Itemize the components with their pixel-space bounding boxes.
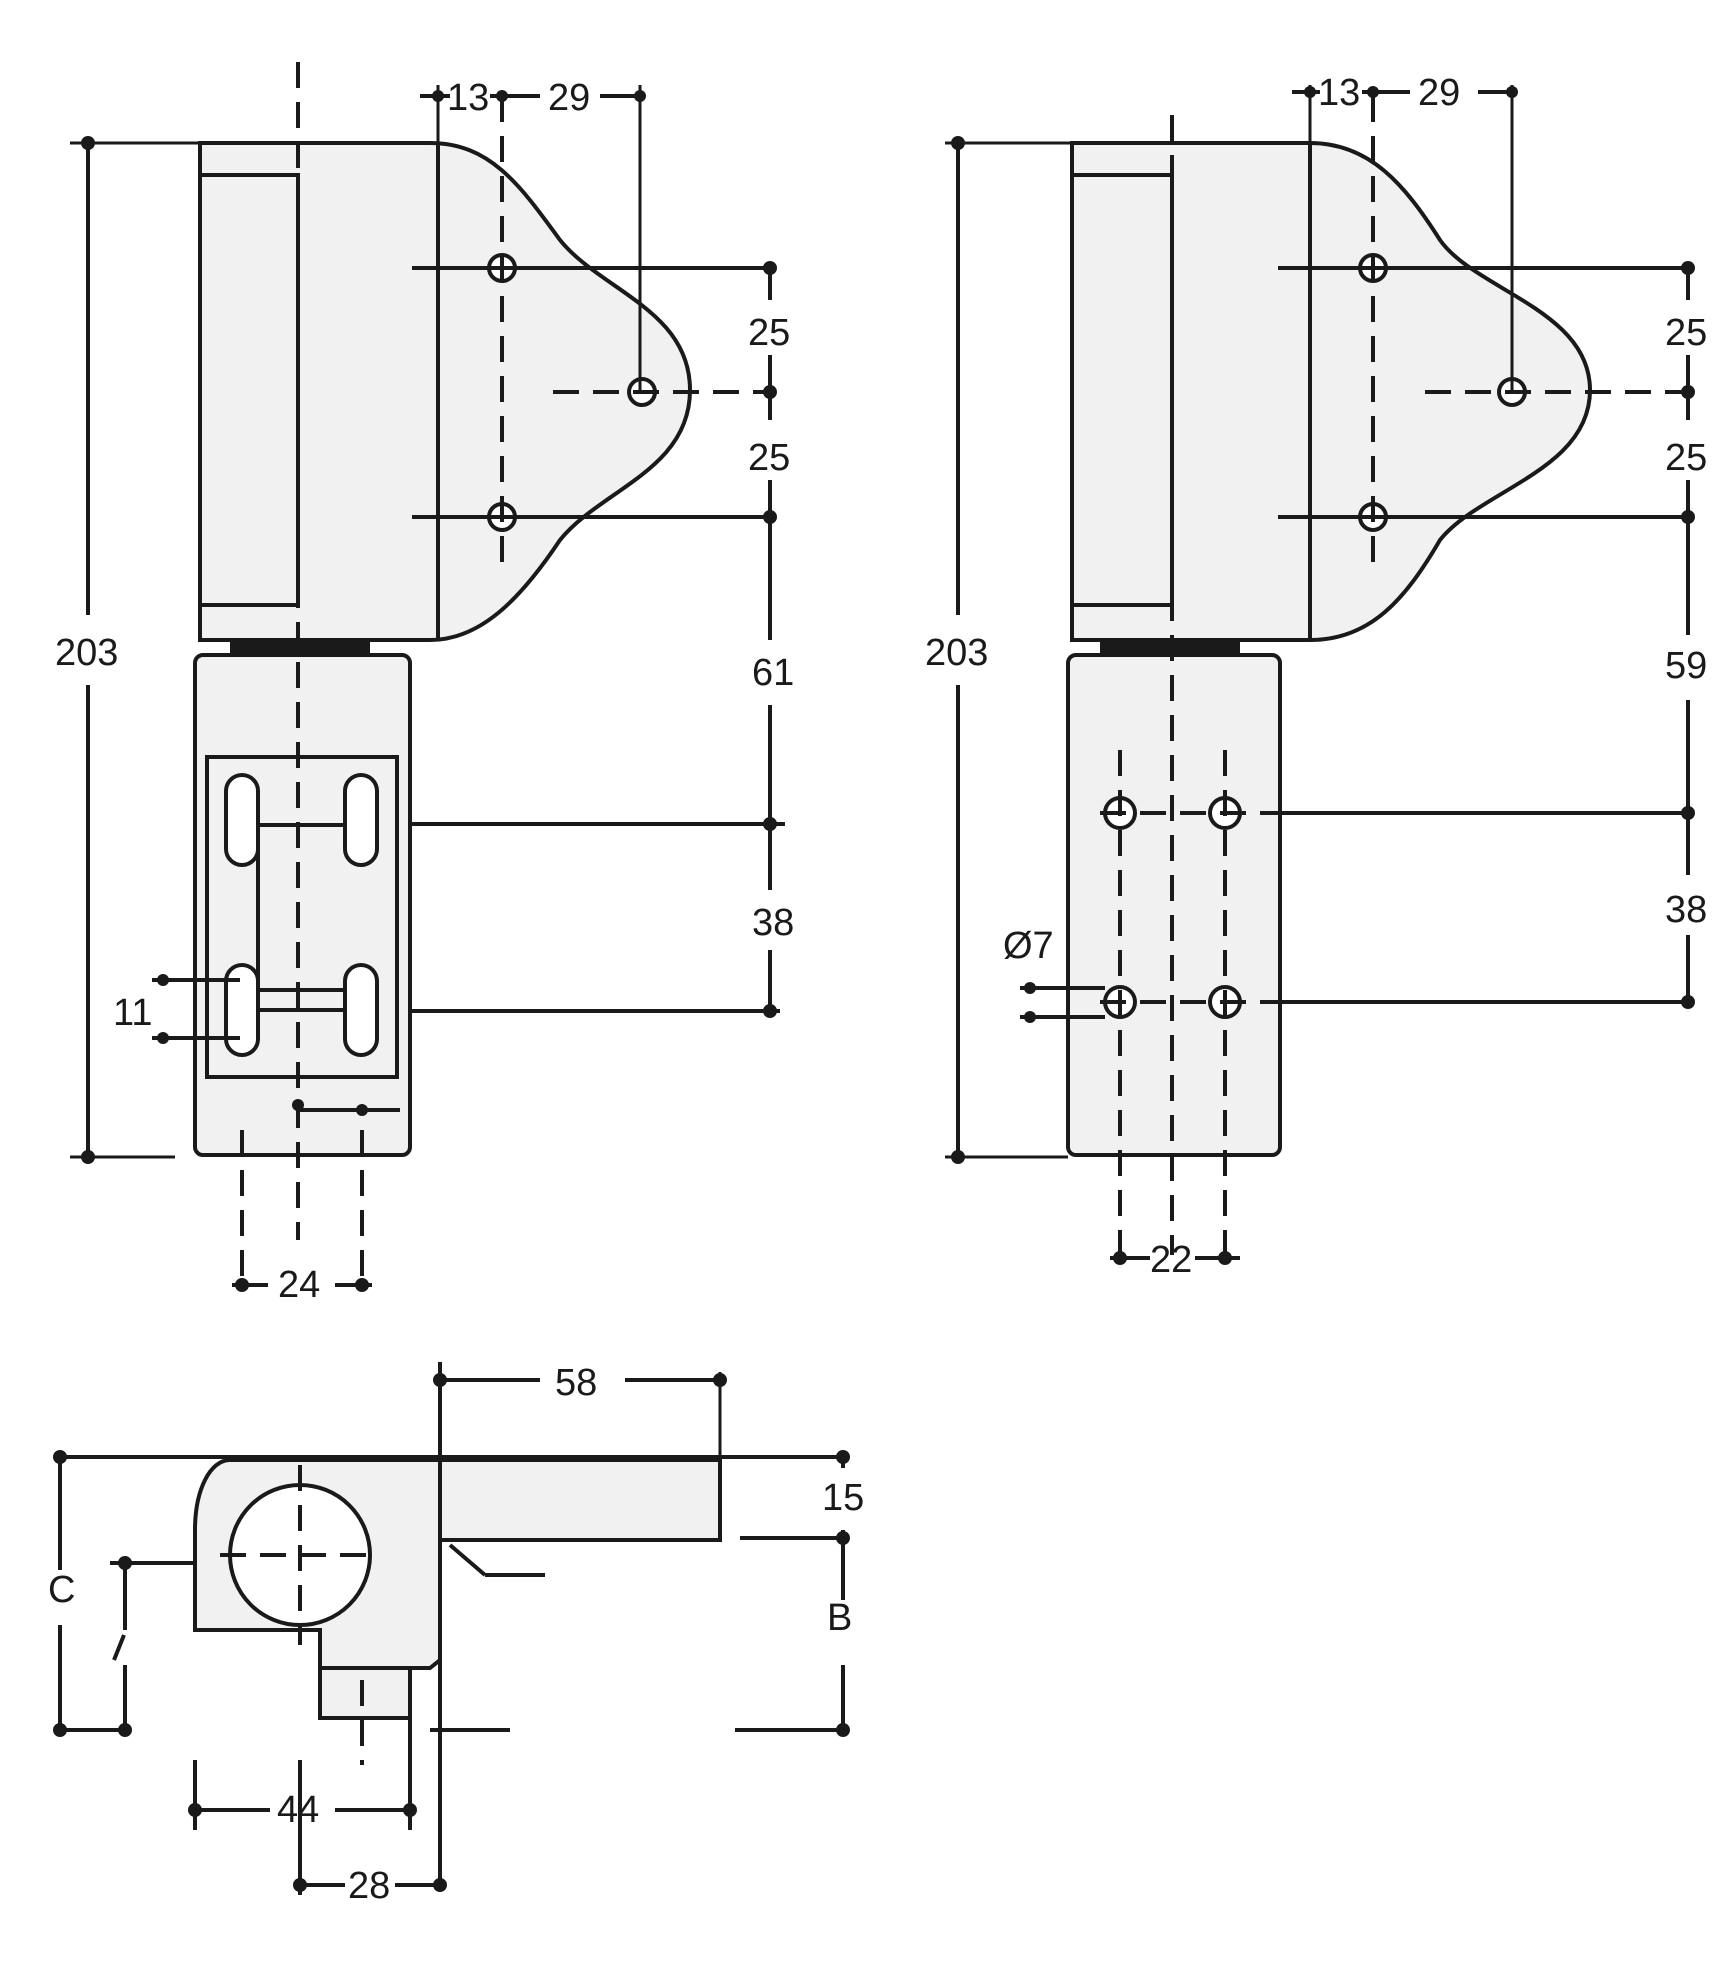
left-dim-13: 13 bbox=[447, 77, 489, 119]
left-dim-38: 38 bbox=[752, 902, 794, 944]
bottom-dim-B: B bbox=[827, 1597, 852, 1639]
right-upper-slot bbox=[1070, 173, 1174, 607]
bottom-dim-28: 28 bbox=[348, 1865, 390, 1907]
right-dim-hole: Ø7 bbox=[1003, 925, 1054, 967]
right-dim-29: 29 bbox=[1418, 72, 1460, 114]
view-bottom: 58 15 B C 44 28 bbox=[48, 1362, 864, 1907]
view-right: 13 29 25 25 203 59 38 Ø7 22 bbox=[925, 72, 1707, 1281]
left-dim-25a: 25 bbox=[748, 312, 790, 354]
left-dim-25b: 25 bbox=[748, 437, 790, 479]
left-slot-hole-4 bbox=[343, 963, 379, 1057]
left-lower-leaf bbox=[193, 653, 412, 1157]
left-dim-24: 24 bbox=[278, 1264, 320, 1306]
left-dim-11: 11 bbox=[113, 992, 152, 1034]
view-left: 13 29 25 25 203 61 38 11 24 bbox=[55, 62, 794, 1306]
right-dim-25a: 25 bbox=[1665, 312, 1707, 354]
right-dim-22: 22 bbox=[1150, 1239, 1192, 1281]
left-dim-29: 29 bbox=[548, 77, 590, 119]
bottom-dim-58: 58 bbox=[555, 1362, 597, 1404]
bottom-dim-C: C bbox=[48, 1569, 75, 1611]
bottom-dim-15: 15 bbox=[822, 1477, 864, 1519]
bottom-tab bbox=[318, 1666, 412, 1720]
right-dim-13: 13 bbox=[1318, 72, 1360, 114]
bottom-dim-44: 44 bbox=[277, 1789, 319, 1831]
left-dim-61: 61 bbox=[752, 652, 794, 694]
right-dim-38: 38 bbox=[1665, 889, 1707, 931]
left-slot-plate bbox=[205, 755, 399, 1079]
right-dim-59: 59 bbox=[1665, 645, 1707, 687]
right-dim-203: 203 bbox=[925, 632, 988, 674]
left-slot-hole-2 bbox=[343, 773, 379, 867]
left-dim-203: 203 bbox=[55, 632, 118, 674]
left-slot-hole-1 bbox=[224, 773, 260, 867]
right-dim-25b: 25 bbox=[1665, 437, 1707, 479]
